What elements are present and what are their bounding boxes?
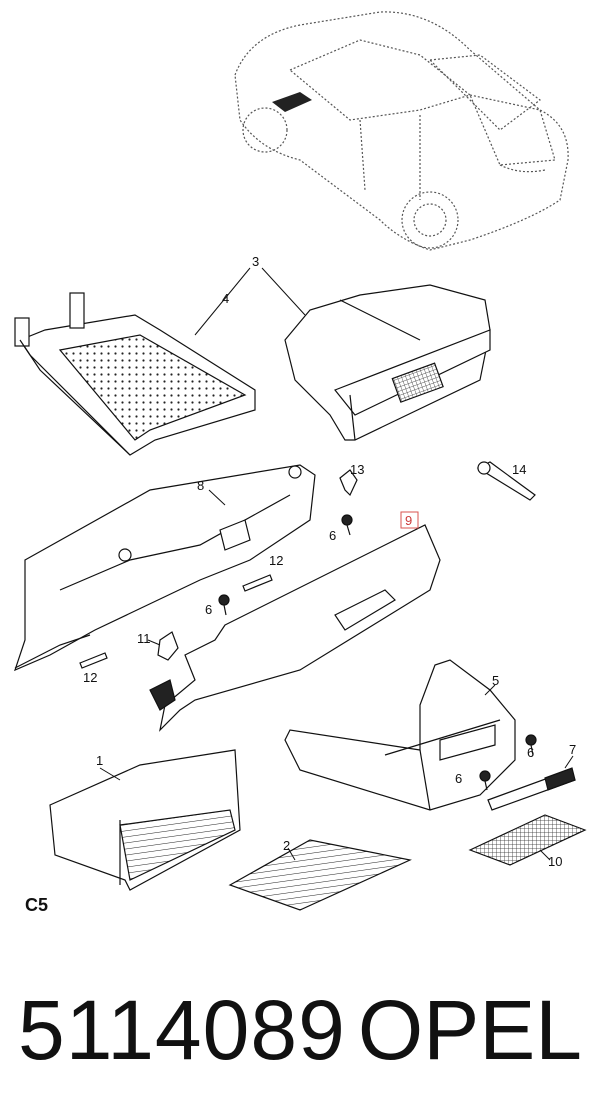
part-9-lid-outer [149, 524, 441, 732]
callout-4: 4 [222, 291, 229, 306]
callout-1: 1 [96, 753, 103, 768]
part-6-screw-a [341, 514, 353, 536]
part-7-strip [487, 767, 576, 811]
callout-11: 11 [137, 631, 151, 646]
car-illustration [234, 11, 569, 251]
part-2-mat [228, 839, 412, 911]
small-hardware [79, 461, 537, 791]
callout-14: 14 [512, 462, 526, 477]
parts-diagram: 1 2 3 4 5 6 6 6 6 7 8 9 10 11 12 12 13 1… [14, 11, 587, 915]
part-10-mat [468, 814, 587, 866]
part-5-bin [284, 659, 516, 811]
callout-10: 10 [548, 854, 562, 869]
callout-7: 7 [569, 742, 576, 757]
part-6-screw-c [525, 734, 537, 756]
callout-2: 2 [283, 838, 290, 853]
callout-9: 9 [405, 513, 412, 528]
brand-name: OPEL [357, 983, 582, 1077]
callout-6b: 6 [205, 602, 212, 617]
footer: 5114089 OPEL [0, 965, 600, 1095]
callout-12b: 12 [83, 670, 97, 685]
callout-9-box [400, 511, 419, 529]
part-6-screw-b [218, 594, 230, 616]
part-number: 5114089 [18, 983, 346, 1077]
callout-3: 3 [252, 254, 259, 269]
part-4-tray [14, 292, 256, 456]
callout-12a: 12 [269, 553, 283, 568]
part-13-clip [339, 469, 358, 497]
callout-6a: 6 [329, 528, 336, 543]
part-12-dowel-b [79, 652, 108, 669]
part-12-dowel-a [242, 574, 273, 592]
part-6-screw-d [479, 770, 491, 791]
part-8-lid-inner [14, 464, 316, 672]
callout-13: 13 [350, 462, 364, 477]
callout-5: 5 [492, 673, 499, 688]
section-code: C5 [25, 895, 48, 915]
highlighted-glovebox-location [272, 92, 312, 112]
callout-6c: 6 [527, 745, 534, 760]
callout-6d: 6 [455, 771, 462, 786]
callout-8: 8 [197, 478, 204, 493]
part-11-clip [157, 631, 179, 661]
part-14-head [477, 461, 491, 475]
leader-lines [99, 267, 574, 861]
part-3-housing [284, 284, 491, 441]
part-1-tray [49, 749, 241, 891]
